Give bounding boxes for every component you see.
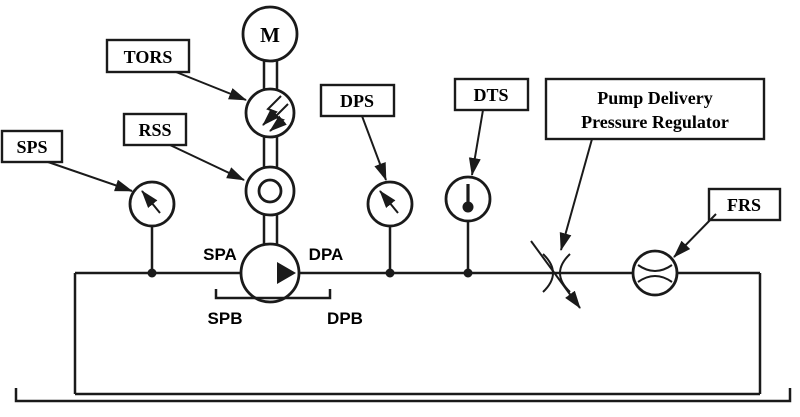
- valve-arc-left: [542, 253, 554, 293]
- junction-dot-dps: [385, 268, 395, 278]
- pressure-gauge-dps-icon: [366, 180, 414, 228]
- pump-icon: [239, 242, 301, 304]
- dts-label-box: [453, 77, 530, 112]
- pump-port-bracket: [214, 289, 332, 300]
- junction-dot-sps: [147, 268, 157, 278]
- frs-label-box: [707, 187, 782, 222]
- rss-label-text: RSS: [138, 120, 171, 140]
- rss-leader-arrow: [169, 144, 245, 181]
- pump-circle: [239, 242, 301, 304]
- tors-label-box: [105, 38, 191, 74]
- port-label-dpa: DPA: [309, 245, 344, 264]
- regulator-label-line2: Pressure Regulator: [581, 112, 729, 132]
- frs-circle: [631, 249, 679, 297]
- sps-leader-arrow: [47, 161, 133, 192]
- regulator-label-line1: Pump Delivery: [597, 88, 712, 108]
- speed-sensor-icon: [244, 165, 296, 217]
- motor-label: M: [260, 23, 280, 47]
- flow-meter-frs-icon: [631, 249, 679, 297]
- dts-leader-arrow: [468, 109, 484, 176]
- pump-flow-triangle: [277, 262, 296, 284]
- port-label-spb: SPB: [208, 309, 243, 328]
- label-frs: FRS: [673, 187, 782, 258]
- label-tors: TORS: [105, 38, 247, 101]
- regulator-leader-arrow: [559, 138, 593, 251]
- frs-label-text: FRS: [727, 195, 761, 215]
- label-rss: RSS: [122, 112, 245, 181]
- thermometer-dts-icon: [444, 175, 492, 223]
- dps-label-text: DPS: [340, 91, 374, 111]
- dps-leader-arrow: [361, 115, 387, 181]
- torque-zigzag-arrow-2: [269, 103, 289, 132]
- label-sps: SPS: [0, 129, 133, 192]
- label-dts: DTS: [453, 77, 530, 176]
- frs-arc-top: [637, 264, 673, 272]
- tank-reservoir: [14, 388, 792, 403]
- pressure-gauge-sps-icon: [128, 180, 176, 228]
- dps-gauge-needle: [379, 190, 399, 214]
- torque-sensor-icon: [244, 87, 296, 139]
- valve-adjust-arrow: [530, 240, 581, 309]
- port-label-spa: SPA: [203, 245, 237, 264]
- dts-thermometer-bulb: [462, 201, 474, 213]
- sps-label-text: SPS: [16, 137, 47, 157]
- speed-sensor-outer-circle: [244, 165, 296, 217]
- motor-circle: [241, 5, 299, 63]
- dts-label-text: DTS: [473, 85, 508, 105]
- sps-label-box: [0, 129, 64, 164]
- tank-outline: [14, 388, 792, 403]
- throttle-valve-icon: [530, 240, 581, 309]
- label-regulator: Pump Delivery Pressure Regulator: [544, 77, 766, 251]
- rss-label-box: [122, 112, 188, 147]
- tors-leader-arrow: [175, 71, 247, 101]
- speed-sensor-inner-circle: [257, 178, 283, 204]
- tors-label-text: TORS: [124, 47, 173, 67]
- label-dps: DPS: [319, 83, 396, 181]
- port-label-dpb: DPB: [327, 309, 363, 328]
- regulator-label-box: [544, 77, 766, 141]
- dps-label-box: [319, 83, 396, 118]
- motor-icon: M: [241, 5, 299, 63]
- sps-gauge-needle: [141, 190, 161, 214]
- frs-arc-bottom: [637, 275, 673, 283]
- junction-dot-dts: [463, 268, 473, 278]
- frs-leader-arrow: [673, 213, 717, 258]
